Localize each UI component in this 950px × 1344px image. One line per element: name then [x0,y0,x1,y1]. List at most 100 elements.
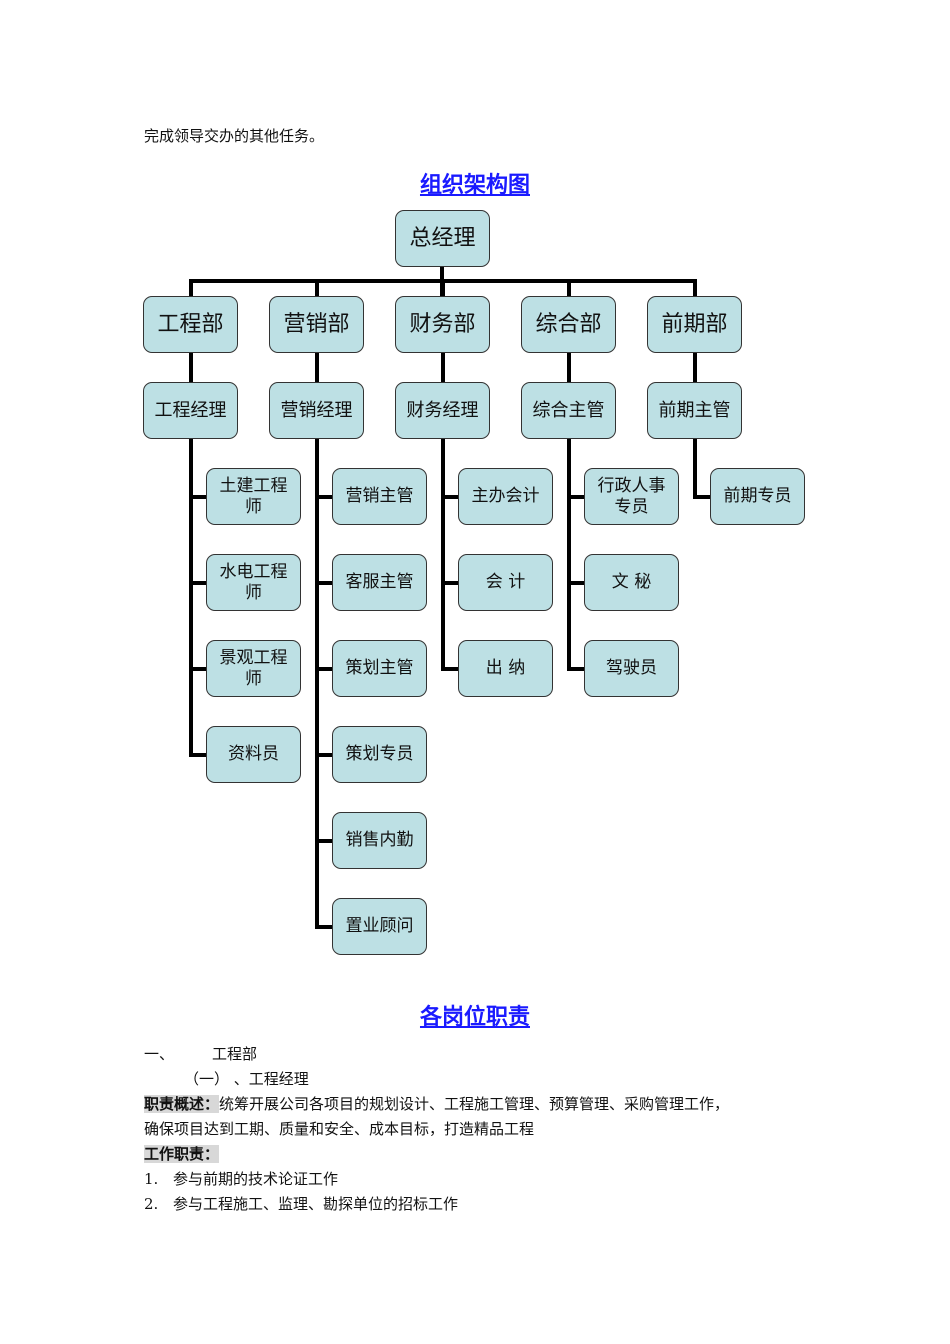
node-label: 出 纳 [485,658,526,678]
connector-line [315,925,332,929]
department-node: 前期部 [647,296,742,353]
department-node: 工程部 [143,296,238,353]
staff-node: 客服主管 [332,554,427,611]
summary-label: 职责概述： [144,1095,220,1113]
connector-line [567,581,584,585]
connector-line [693,439,697,498]
node-label: 策划主管 [345,658,414,678]
connector-line [567,667,584,671]
duty-number: 1. [144,1170,159,1188]
staff-node: 会 计 [458,554,553,611]
manager-node: 营销经理 [269,382,364,439]
connector-line [441,353,445,383]
summary-line: 职责概述：统筹开展公司各项目的规划设计、工程施工管理、预算管理、采购管理工作， [144,1094,729,1114]
connector-line [567,495,584,499]
staff-node: 置业顾问 [332,898,427,955]
connector-line [189,353,193,383]
node-label: 行政人事专员 [597,475,666,517]
connector-line [315,667,332,671]
node-label: 财务部 [409,312,476,337]
connector-line [315,353,319,383]
duty-item: 1. 参与前期的技术论证工作 [144,1169,338,1189]
connector-line [693,495,710,499]
node-label: 前期部 [661,312,728,337]
subsection-title: （一） 、工程经理 [184,1070,309,1088]
node-label: 水电工程师 [219,561,288,603]
summary-text-cont: 确保项目达到工期、质量和安全、成本目标，打造精品工程 [144,1120,535,1138]
node-label: 土建工程师 [219,475,288,517]
org-chart-title: 组织架构图 [419,173,530,198]
staff-node: 策划主管 [332,640,427,697]
connector-line [189,667,206,671]
connector-line [315,581,332,585]
connector-line [189,581,206,585]
node-label: 会 计 [485,572,526,592]
staff-node: 出 纳 [458,640,553,697]
connector-line [315,279,319,297]
department-node: 财务部 [395,296,490,353]
staff-node: 景观工程师 [206,640,301,697]
staff-node: 资料员 [206,726,301,783]
manager-node: 工程经理 [143,382,238,439]
connector-line [441,439,445,670]
manager-node: 前期主管 [647,382,742,439]
staff-node: 土建工程师 [206,468,301,525]
node-label: 总经理 [409,226,476,251]
connector-line [189,753,206,757]
staff-node: 营销主管 [332,468,427,525]
node-label: 营销主管 [345,486,414,506]
connector-line [189,495,206,499]
manager-node: 财务经理 [395,382,490,439]
staff-node: 行政人事专员 [584,468,679,525]
department-node: 综合部 [521,296,616,353]
node-label: 景观工程师 [219,647,288,689]
node-label: 前期专员 [723,486,792,506]
node-label: 资料员 [228,744,279,764]
summary-text: 统筹开展公司各项目的规划设计、工程施工管理、预算管理、采购管理工作， [219,1095,730,1113]
duty-number: 2. [144,1195,159,1213]
connector-line [315,439,319,928]
staff-node: 水电工程师 [206,554,301,611]
node-label: 营销经理 [280,400,353,421]
duties-label: 工作职责： [144,1145,220,1163]
node-label: 前期主管 [658,400,731,421]
node-label: 营销部 [283,312,350,337]
node-label: 主办会计 [471,486,540,506]
connector-line [441,667,458,671]
connector-line [315,753,332,757]
connector-line [567,353,571,383]
duty-item: 2. 参与工程施工、监理、勘探单位的招标工作 [144,1194,458,1214]
duties-title: 各岗位职责 [419,1005,530,1030]
connector-line [441,495,458,499]
node-label: 销售内勤 [345,830,414,850]
staff-node: 销售内勤 [332,812,427,869]
node-label: 工程部 [157,312,224,337]
connector-line [441,279,445,297]
duty-text: 参与工程施工、监理、勘探单位的招标工作 [173,1195,459,1213]
duties-label-line: 工作职责： [144,1144,220,1164]
connector-line [693,353,697,383]
manager-node: 综合主管 [521,382,616,439]
connector-line [189,279,193,297]
connector-line [315,495,332,499]
intro-text: 完成领导交办的其他任务。 [144,127,325,145]
node-label: 综合主管 [532,400,605,421]
node-label: 置业顾问 [345,916,414,936]
staff-node: 主办会计 [458,468,553,525]
node-label: 文 秘 [611,572,652,592]
node-label: 财务经理 [406,400,479,421]
general-manager-node: 总经理 [395,210,490,267]
duty-text: 参与前期的技术论证工作 [173,1170,339,1188]
node-label: 驾驶员 [606,658,657,678]
department-node: 营销部 [269,296,364,353]
node-label: 工程经理 [154,400,227,421]
connector-line [441,581,458,585]
section-name: 工程部 [212,1045,258,1063]
staff-node: 前期专员 [710,468,805,525]
node-label: 综合部 [535,312,602,337]
staff-node: 驾驶员 [584,640,679,697]
connector-line [315,839,332,843]
node-label: 客服主管 [345,572,414,592]
section-number: 一、 [144,1045,175,1063]
